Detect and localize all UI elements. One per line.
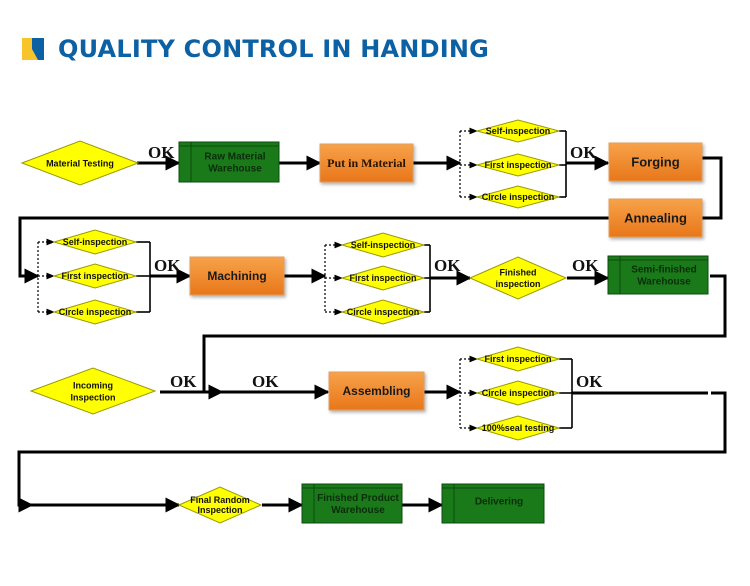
material-testing-label: Material Testing [46, 159, 114, 169]
row3-checks-check-1-diamond [475, 346, 561, 372]
row2-checks-b-check-1-label: Self-inspection [351, 240, 416, 250]
finished-inspection-label-line-2: inspection [495, 279, 540, 289]
row1-checks-check-1: Self-inspection [475, 119, 561, 143]
row1-checks-check-3-diamond [475, 185, 561, 209]
row2-checks-b-check-1-diamond [340, 232, 426, 258]
row1-checks-check-2: First inspection [475, 153, 561, 177]
row1-checks-check-1-diamond [475, 119, 561, 143]
incoming-inspection-label-line-1: Incoming [73, 381, 113, 391]
forging-label: Forging [631, 155, 679, 170]
raw-material-warehouse-label-line-2: Warehouse [208, 164, 262, 175]
semi-finished-warehouse-label-line-2: Warehouse [637, 277, 691, 288]
line-forging-to-annealing [702, 156, 723, 220]
delivering: Delivering [441, 483, 545, 524]
row2-checks-b-check-2: First inspection [340, 265, 426, 291]
annealing: Annealing [608, 198, 703, 238]
raw-material-warehouse-label-line-1: Raw Material [204, 152, 265, 163]
finished-product-warehouse-label-line-1: Finished Product [317, 493, 399, 504]
row2-checks-a-check-3-diamond [52, 299, 138, 325]
line-annealing-to-row2 [18, 216, 610, 284]
row2-checks-b-check-2-label: First inspection [349, 273, 416, 283]
row2-checks-b-check-2-diamond [340, 265, 426, 291]
incoming-inspection-diamond [29, 367, 157, 415]
machining-box [189, 256, 285, 296]
final-random-inspection-label-line-1: Final Random [190, 495, 250, 505]
machining-label: Machining [207, 269, 266, 283]
final-random-inspection-label-line-2: Inspection [197, 505, 242, 515]
row2-checks-b-check-3: Circle inspection [340, 299, 426, 325]
annealing-label: Annealing [624, 211, 687, 226]
forging: Forging [608, 142, 703, 182]
row2-checks-a-check-2-diamond [52, 263, 138, 289]
row2-checks-a-check-1-diamond [52, 229, 138, 255]
ok-label-row2-c: OK [572, 256, 599, 275]
connectors [17, 127, 727, 513]
material-testing-diamond [20, 140, 140, 186]
finished-inspection-diamond [468, 256, 568, 300]
row3-checks-check-2-label: Circle inspection [482, 388, 555, 398]
delivering-label: Delivering [475, 497, 523, 508]
ok-label-row1-a: OK [148, 143, 175, 162]
put-in-material-label: Put in Material [327, 156, 406, 170]
put-in-material: Put in Material [319, 143, 414, 183]
row3-checks-check-2: Circle inspection [475, 380, 561, 406]
row1-checks-check-1-label: Self-inspection [486, 126, 551, 136]
semi-finished-warehouse-box [607, 255, 709, 295]
logo-icon [22, 38, 44, 60]
row2-checks-a-check-3: Circle inspection [52, 299, 138, 325]
row2-checks-a-check-3-label: Circle inspection [59, 307, 132, 317]
finished-product-warehouse-label-line-2: Warehouse [331, 505, 385, 516]
row1-checks-check-2-diamond [475, 153, 561, 177]
ok-label-row1-b: OK [570, 143, 597, 162]
row2-checks-b-check-1: Self-inspection [340, 232, 426, 258]
finished-inspection-label-line-1: Finished [499, 268, 536, 278]
material-testing: Material Testing [20, 140, 140, 186]
row3-checks-check-1: First inspection [475, 346, 561, 372]
row1-checks-check-3-label: Circle inspection [482, 192, 555, 202]
assembling-box [328, 371, 425, 411]
row3-checks-check-3: 100%seal testing [475, 415, 561, 441]
finished-product-warehouse-box [301, 483, 403, 524]
header: QUALITY CONTROL IN HANDING [22, 34, 489, 64]
ok-label-row3-a: OK [170, 372, 197, 391]
ok-label-row2-b: OK [434, 256, 461, 275]
row1-checks-check-2-label: First inspection [484, 160, 551, 170]
annealing-box [608, 198, 703, 238]
row2-checks-b-check-3-diamond [340, 299, 426, 325]
delivering-box [441, 483, 545, 524]
row3-checks-check-1-label: First inspection [484, 354, 551, 364]
raw-material-warehouse-box [178, 141, 280, 183]
assembling-label: Assembling [342, 384, 410, 398]
row2-checks-a-check-1: Self-inspection [52, 229, 138, 255]
line-row3-to-row4 [17, 391, 727, 513]
row1-checks-check-3: Circle inspection [475, 185, 561, 209]
row2-checks-a-check-1-label: Self-inspection [63, 237, 128, 247]
row2-checks-a-check-2: First inspection [52, 263, 138, 289]
put-in-material-box [319, 143, 414, 183]
assembling: Assembling [328, 371, 425, 411]
incoming-inspection-label-line-2: Inspection [70, 393, 115, 403]
forging-box [608, 142, 703, 182]
machining: Machining [189, 256, 285, 296]
ok-label-row2-a: OK [154, 256, 181, 275]
ok-label-row3-b: OK [252, 372, 279, 391]
page-title: QUALITY CONTROL IN HANDING [58, 35, 490, 63]
row3-checks-check-3-label: 100%seal testing [482, 423, 555, 433]
row3-checks-check-3-diamond [475, 415, 561, 441]
semi-finished-warehouse-label-line-1: Semi-finished [631, 265, 697, 276]
row2-checks-a-check-2-label: First inspection [61, 271, 128, 281]
ok-label-row3-c: OK [576, 372, 603, 391]
final-random-inspection-diamond [177, 486, 263, 524]
row2-checks-b-check-3-label: Circle inspection [347, 307, 420, 317]
row3-checks-check-2-diamond [475, 380, 561, 406]
